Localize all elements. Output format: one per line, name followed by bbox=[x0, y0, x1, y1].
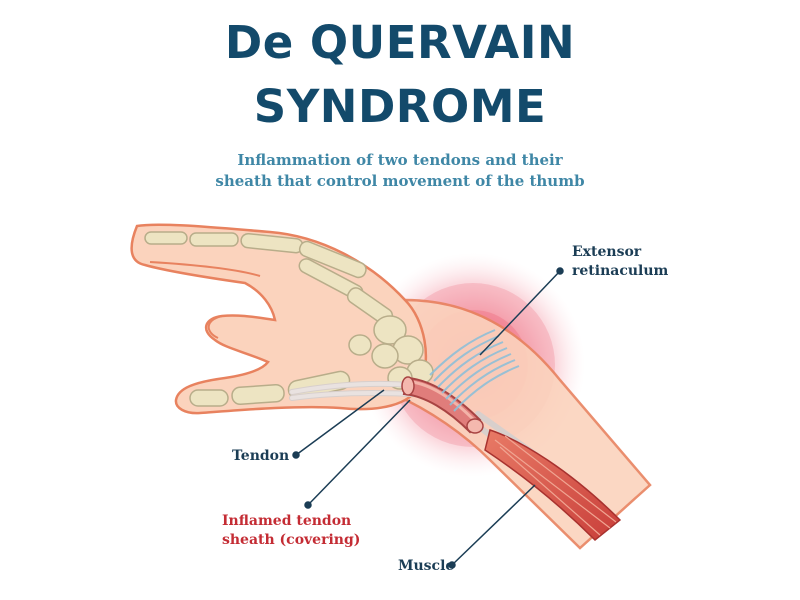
label-inflamed-sheath-line-2: sheath (covering) bbox=[222, 532, 361, 548]
inflamed-tendon-sheath bbox=[401, 376, 484, 434]
label-inflamed-sheath-line-1: Inflamed tendon bbox=[222, 513, 352, 529]
label-extensor: Extensor bbox=[572, 244, 642, 260]
finger-crease bbox=[207, 315, 223, 339]
forearm bbox=[393, 298, 652, 550]
muscle bbox=[484, 429, 622, 542]
extensor-retinaculum bbox=[429, 329, 520, 412]
subtitle-line-2: sheath that control movement of the thum… bbox=[215, 172, 585, 190]
callout-lines bbox=[292, 267, 564, 569]
finger-bones bbox=[144, 231, 394, 325]
carpal-bones bbox=[348, 315, 434, 390]
label-muscle: Muscle bbox=[398, 558, 455, 574]
title-line-2: SYNDROME bbox=[253, 80, 547, 133]
finger-crease bbox=[149, 261, 261, 277]
label-retinaculum: retinaculum bbox=[572, 263, 669, 279]
title-line-1: De QUERVAIN bbox=[224, 16, 576, 69]
subtitle-line-1: Inflammation of two tendons and their bbox=[237, 151, 563, 169]
label-tendon: Tendon bbox=[232, 448, 290, 464]
